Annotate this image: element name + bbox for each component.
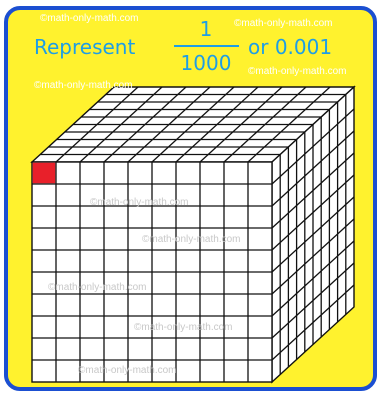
watermark: ©math-only-math.com [90, 197, 189, 208]
fraction-numerator: 1 [200, 17, 213, 41]
watermark: ©math-only-math.com [40, 13, 139, 24]
watermark: ©math-only-math.com [34, 80, 133, 91]
watermark: ©math-only-math.com [234, 18, 333, 29]
highlighted-unit-cube [33, 163, 56, 184]
heading-suffix: or 0.001 [248, 35, 332, 59]
watermark: ©math-only-math.com [248, 66, 347, 77]
watermark: ©math-only-math.com [134, 322, 233, 333]
watermark: ©math-only-math.com [48, 282, 147, 293]
watermark: ©math-only-math.com [142, 234, 241, 245]
heading-prefix: Represent [34, 35, 135, 59]
fraction-denominator: 1000 [181, 51, 232, 75]
watermark: ©math-only-math.com [78, 365, 177, 376]
